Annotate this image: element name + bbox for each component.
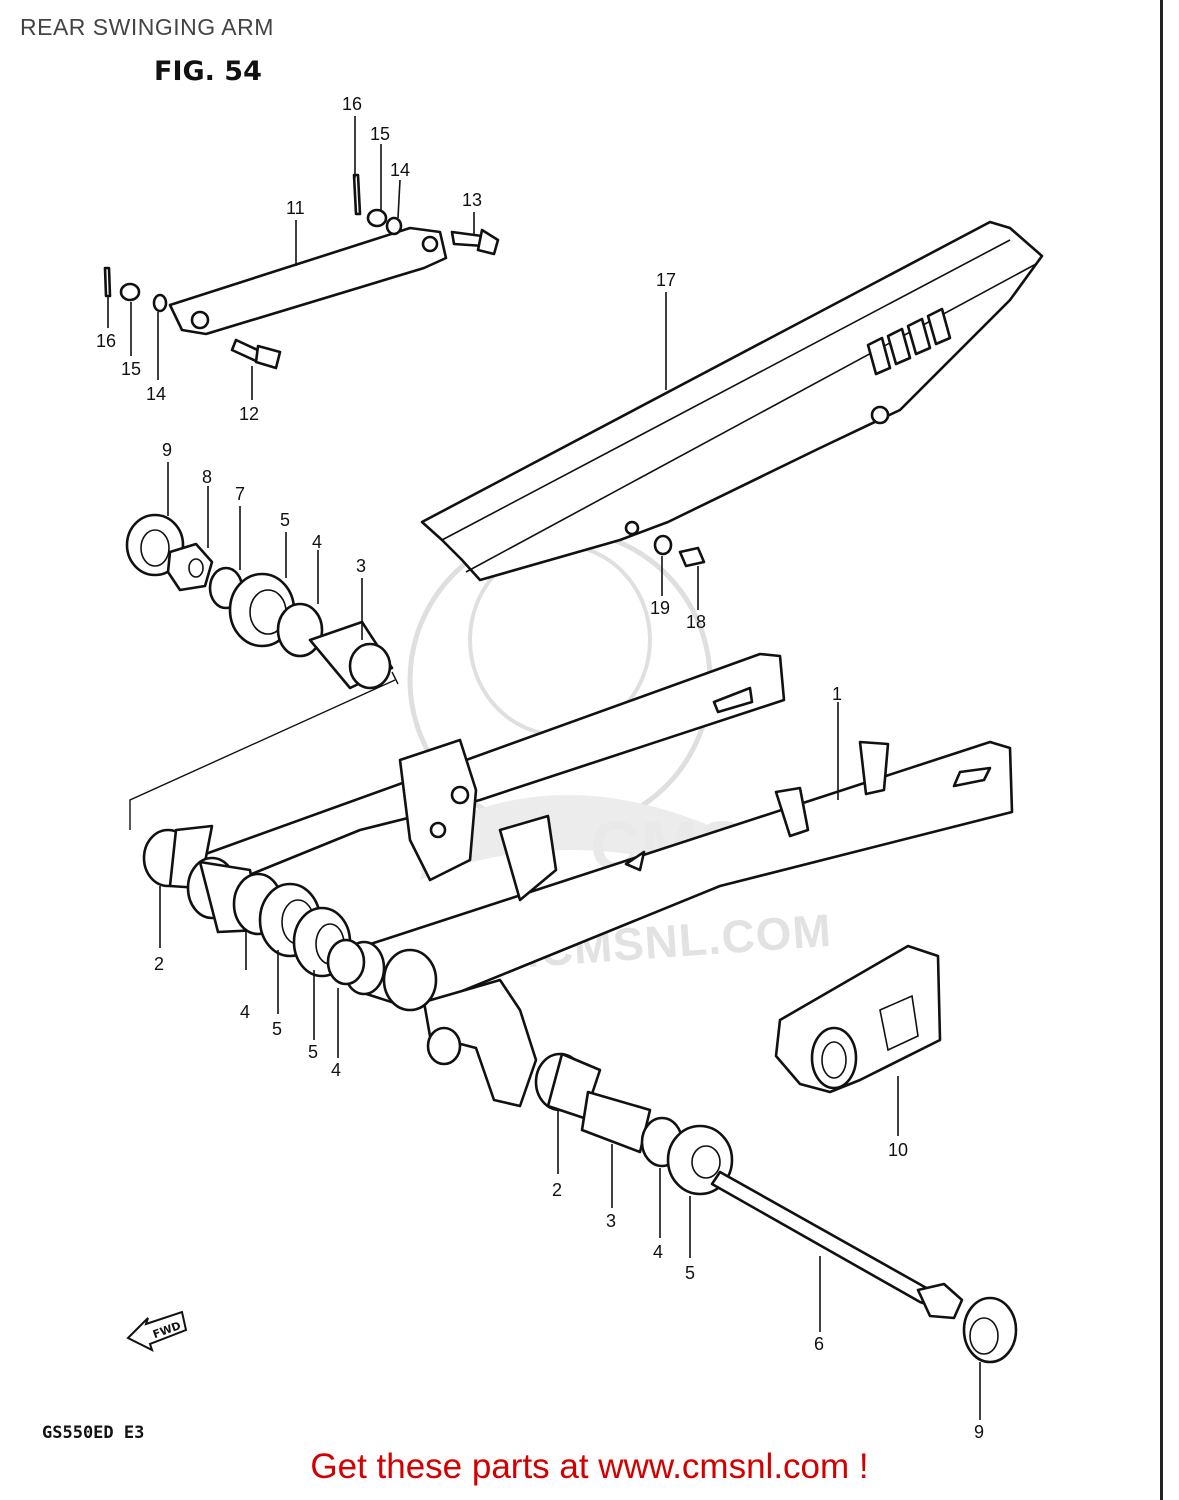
figure-label: FIG. 54: [154, 56, 262, 87]
callout-4-top: 4: [312, 532, 322, 552]
callout-7: 7: [235, 484, 245, 504]
pivot-stack-top: [125, 513, 394, 690]
cta-link[interactable]: Get these parts at www.cmsnl.com !: [310, 1447, 869, 1486]
fwd-arrow-icon: FWD: [126, 1310, 188, 1352]
bolt-18-washer-19: [653, 534, 706, 568]
callout-4-left-a: 4: [240, 1002, 250, 1022]
callout-5-left-b: 5: [308, 1042, 318, 1062]
page-title: REAR SWINGING ARM: [20, 14, 274, 40]
callout-8: 8: [202, 467, 212, 487]
small-hardware-left: [103, 266, 168, 313]
callout-3-bottom: 3: [606, 1211, 616, 1231]
bolt-12: [230, 338, 282, 370]
callout-9-bottom: 9: [974, 1422, 984, 1442]
callout-5-top: 5: [280, 510, 290, 530]
callout-15-top: 15: [370, 124, 390, 144]
torque-link: [168, 226, 448, 336]
callout-16-left: 16: [96, 331, 116, 351]
callout-13: 13: [462, 190, 482, 210]
callout-1: 1: [832, 684, 842, 704]
leader-lines: [107, 116, 981, 1420]
model-code: GS550ED E3: [42, 1423, 145, 1443]
callout-18: 18: [686, 612, 706, 632]
callout-labels: 16 15 14 11 13 16 15 14 12 17 9 8 7 5 4 …: [96, 94, 984, 1442]
swinging-arm: [198, 652, 1014, 1108]
callout-16-top: 16: [342, 94, 362, 114]
callout-17: 17: [656, 270, 676, 290]
callout-9-top: 9: [162, 440, 172, 460]
callout-4-bottom: 4: [653, 1242, 663, 1262]
chain-case: [420, 220, 1044, 582]
callout-14-left: 14: [146, 384, 166, 404]
callout-19: 19: [650, 598, 670, 618]
callout-5-bottom: 5: [685, 1263, 695, 1283]
callout-4-left-b: 4: [331, 1060, 341, 1080]
bolt-13: [450, 228, 500, 256]
callout-5-left-a: 5: [272, 1019, 282, 1039]
callout-14-top: 14: [390, 160, 410, 180]
callout-10: 10: [888, 1140, 908, 1160]
callout-6: 6: [814, 1334, 824, 1354]
chain-buffer: [774, 944, 942, 1094]
callout-11: 11: [286, 198, 305, 218]
callout-2-right: 2: [552, 1180, 562, 1200]
small-hardware-top: [352, 173, 403, 236]
callout-2-left: 2: [154, 954, 164, 974]
callout-12: 12: [239, 404, 259, 424]
page-edge-border: [1160, 0, 1179, 1500]
callout-15-left: 15: [121, 359, 141, 379]
callout-3-top: 3: [356, 556, 366, 576]
pivot-stack-bottom: [534, 1052, 1018, 1364]
pivot-stack-left: [142, 824, 366, 986]
alignment-line: [129, 679, 396, 830]
